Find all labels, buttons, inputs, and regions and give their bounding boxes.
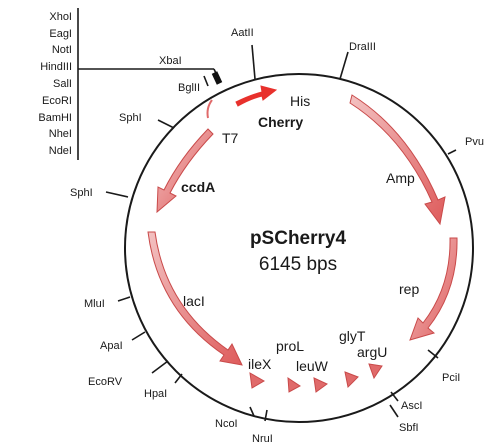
tick-sbfi [389,404,399,418]
t7-mark [206,99,213,119]
mcs-site-ndei: NdeI [49,145,72,157]
site-label-mlui: MluI [84,298,105,310]
site-label-sphi-lower: SphI [70,187,93,199]
laci-arrow [147,231,243,366]
site-label-sbfi: SbfI [399,422,419,434]
site-label-hpai: HpaI [144,388,167,400]
tick-asci [390,391,399,402]
site-label-pvu: Pvu [465,136,484,148]
rep-arrow [409,237,458,341]
mcs-site-hindiii: HindIII [40,61,72,73]
site-label-bglii: BglII [178,82,200,94]
feature-labels: His Cherry T7 ccdA Amp rep lacI proL gly… [181,93,419,374]
site-label-aatii: AatII [231,27,254,39]
mcs-site-noti: NotI [52,44,72,56]
tick-pcii [427,349,439,359]
tick-draiii [339,51,349,80]
site-label-sphi-upper: SphI [119,112,142,124]
feature-label-argu: argU [357,344,387,360]
tick-sphi-upper [157,119,175,129]
feature-label-rep: rep [399,281,419,297]
plasmid-name: pSCherry4 [250,228,347,249]
site-label-nrui: NruI [252,433,273,445]
ccda-arrow [156,128,214,214]
feature-label-amp: Amp [386,170,415,186]
site-label-apai: ApaI [100,340,123,352]
feature-label-leuw: leuW [296,358,329,374]
mcs-site-xhoi: XhoI [49,11,72,23]
feature-label-glyt: glyT [339,328,366,344]
ilex-arrow [249,372,265,389]
mcs-bracket [77,8,223,160]
tick-mlui [117,296,131,302]
his-arrow [235,85,278,107]
tick-aatii [251,44,256,80]
site-label-ncoi: NcoI [215,418,238,430]
site-label-xbai: XbaI [159,55,182,67]
feature-label-ccda: ccdA [181,179,215,195]
feature-label-ilex: ileX [248,356,272,372]
amp-arrow [349,94,446,226]
tick-apai [131,331,146,341]
leuw-arrow [313,377,328,393]
tick-ecorv [151,360,169,374]
tick-nrui [264,409,268,422]
plasmid-size: 6145 bps [259,254,337,275]
site-label-pcii: PciI [442,372,460,384]
site-label-draiii: DraIII [349,41,376,53]
prol-arrow [287,377,301,393]
tick-pvu [447,149,457,155]
mcs-site-ecori: EcoRI [42,95,72,107]
mcs-site-nhei: NheI [49,128,72,140]
site-label-ecorv: EcoRV [88,376,123,388]
feature-label-his: His [290,93,310,109]
tick-bglii [203,75,209,87]
mcs-site-sali: SalI [53,78,72,90]
argu-arrow [368,363,383,380]
tick-hpai [174,373,183,384]
mcs-site-eagi: EagI [49,28,72,40]
feature-label-cherry: Cherry [258,114,303,130]
tick-ncoi [249,406,255,417]
site-label-asci: AscI [401,400,422,412]
feature-label-laci: lacI [183,293,205,309]
feature-arrows [147,85,458,393]
site-labels: XbaI BglII AatII DraIII Pvu SphI SphI Ml… [70,27,484,445]
glyt-arrow [344,371,359,389]
site-ticks [105,44,457,422]
plasmid-backbone [124,73,474,423]
tick-sphi-lower [105,191,129,198]
mcs-site-list: XhoI EagI NotI HindIII SalI EcoRI BamHI … [38,11,72,157]
mcs-site-bamhi: BamHI [38,112,72,124]
feature-label-t7: T7 [222,130,239,146]
feature-label-prol: proL [276,338,304,354]
mcs-marker [211,71,223,85]
